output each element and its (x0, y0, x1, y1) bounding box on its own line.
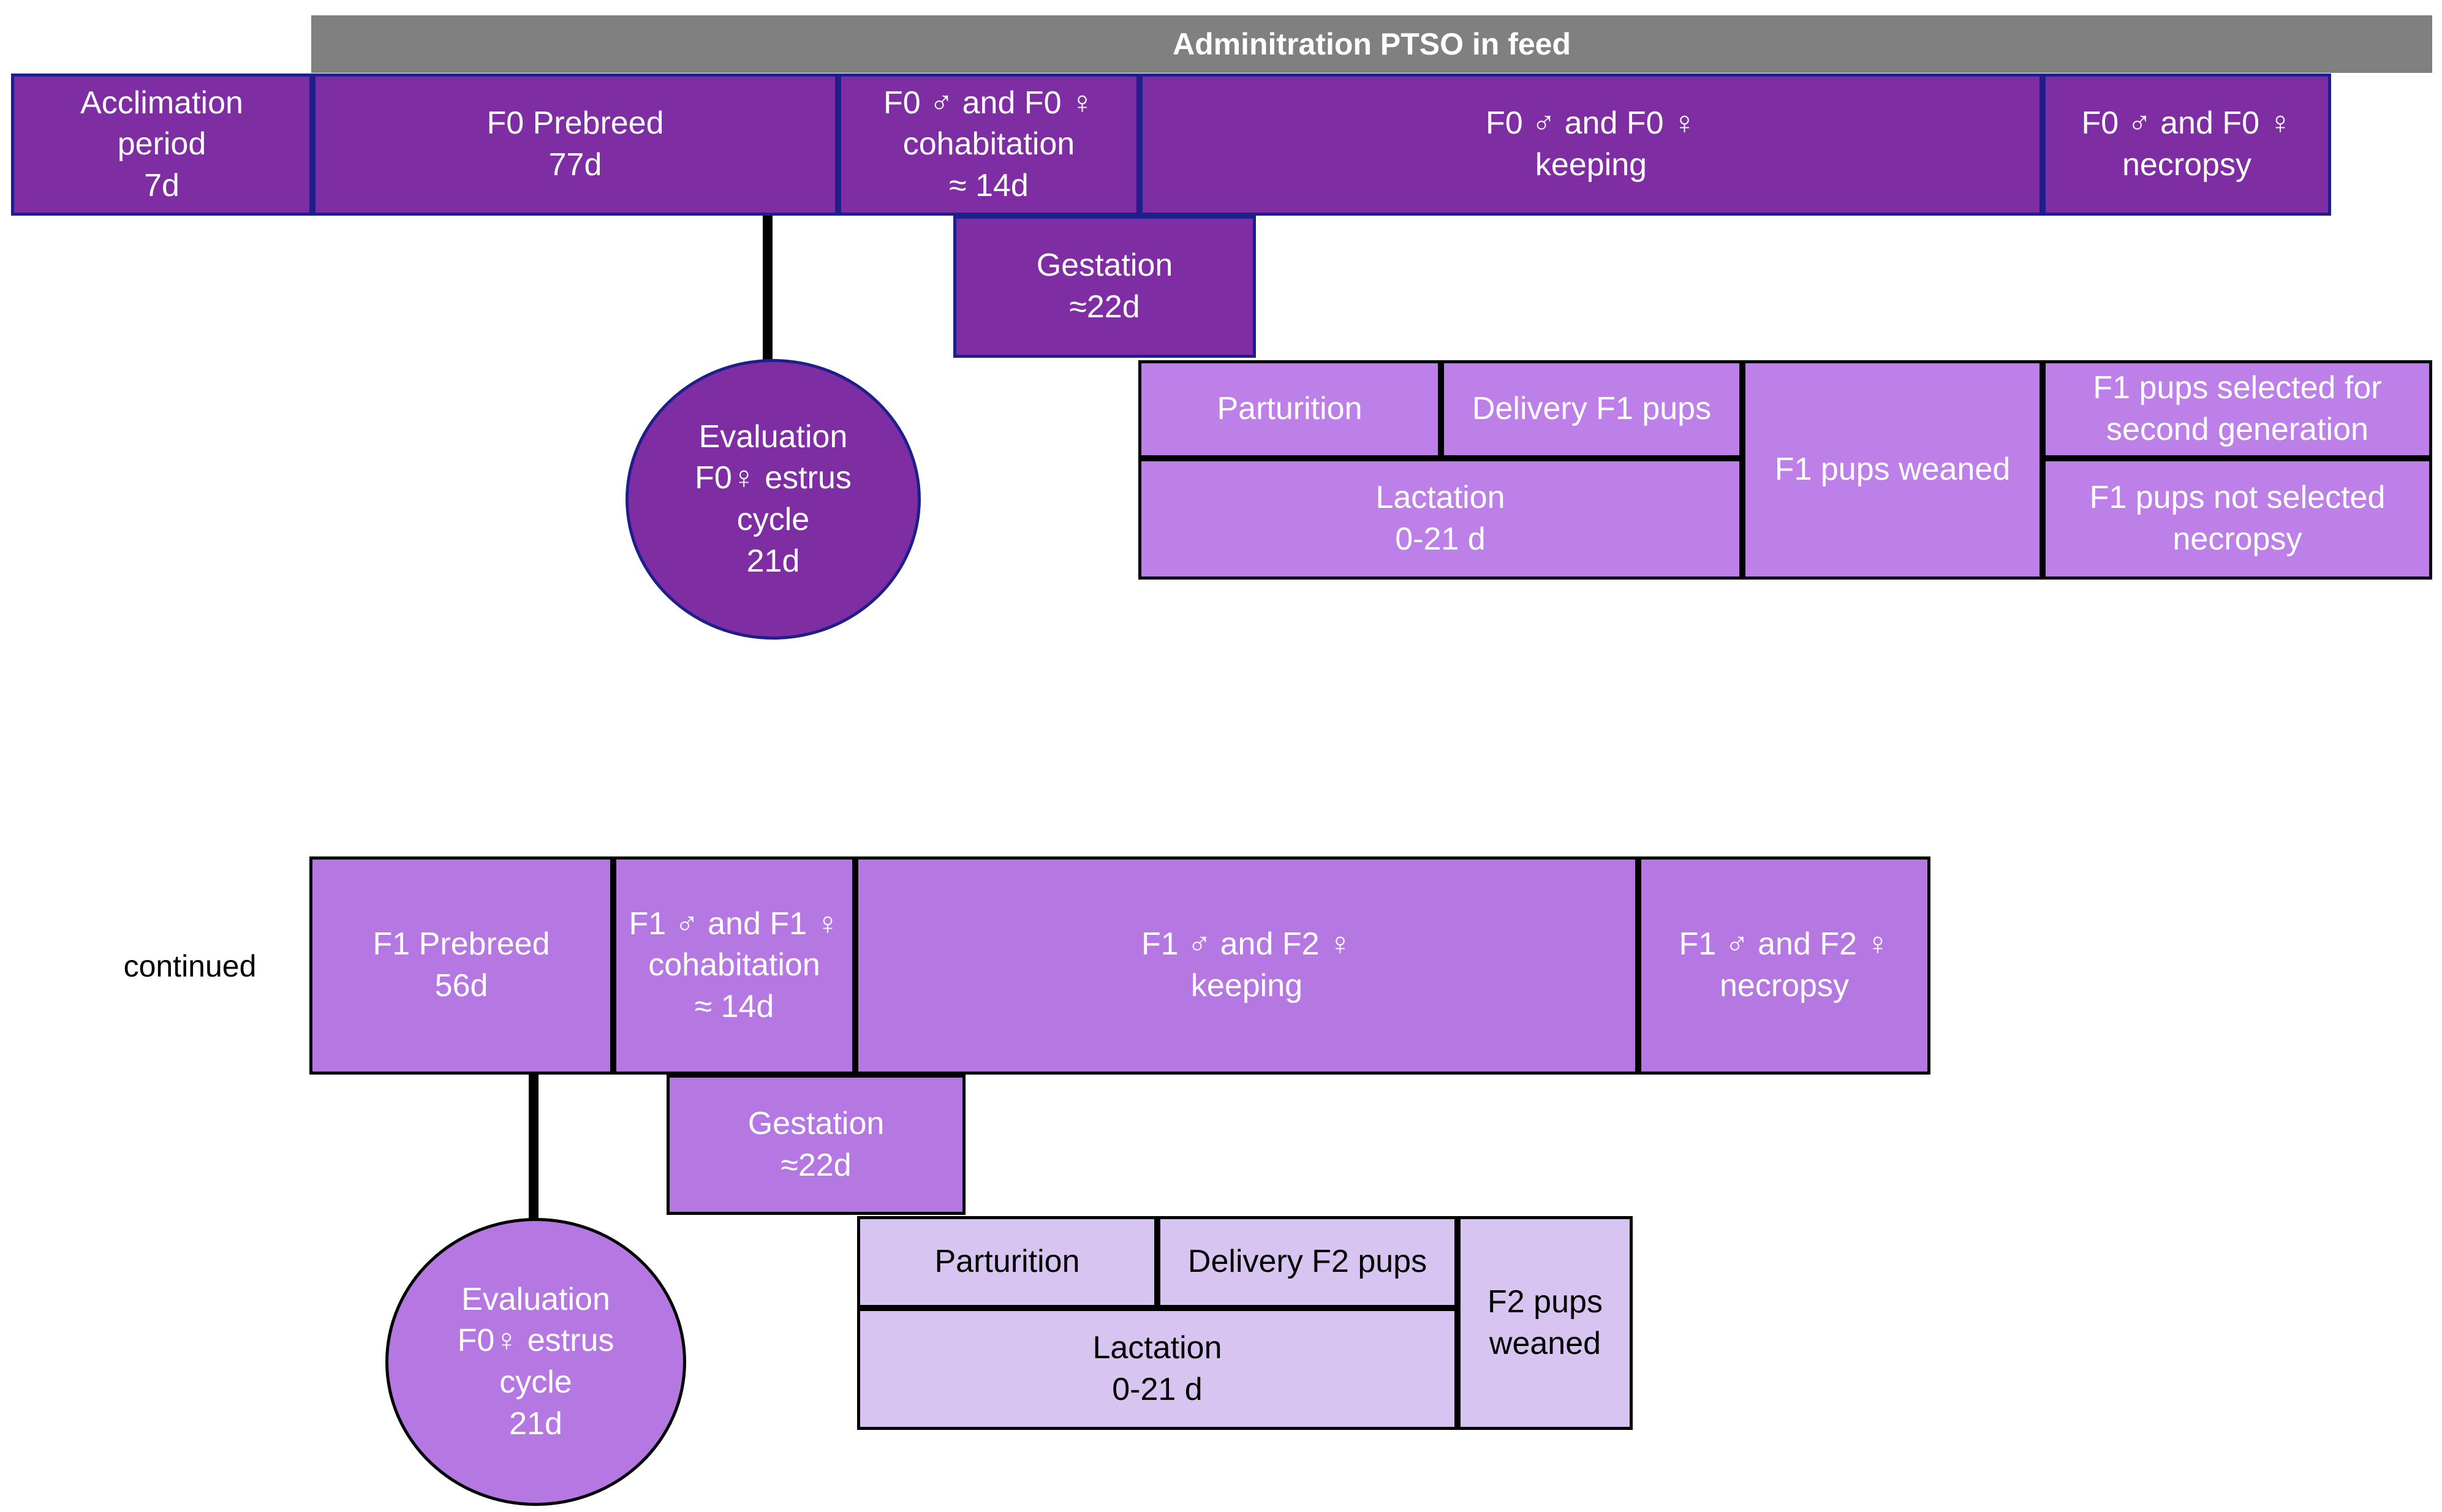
connector-line-f1 (529, 1075, 539, 1219)
box-delivery-f1-pups: Delivery F1 pups (1441, 360, 1742, 458)
box-f1-f2-necropsy: F1 ♂ and F2 ♀ necropsy (1638, 856, 1930, 1075)
box-f2-pups-weaned: F2 pups weaned (1457, 1216, 1633, 1430)
box-f1-pups-not-selected: F1 pups not selected necropsy (2043, 458, 2432, 580)
box-f1-pups-weaned: F1 pups weaned (1742, 360, 2043, 580)
box-gestation-f0: Gestation ≈22d (953, 216, 1256, 358)
circle-evaluation-f1-estrus: Evaluation F0♀ estrus cycle 21d (385, 1218, 686, 1506)
connector-line-f0 (763, 216, 773, 363)
box-acclimation-period: Acclimation period 7d (11, 74, 312, 216)
box-f1-prebreed: F1 Prebreed 56d (309, 856, 613, 1075)
box-f0-prebreed: F0 Prebreed 77d (312, 74, 838, 216)
box-f0-cohabitation: F0 ♂ and F0 ♀ cohabitation ≈ 14d (838, 74, 1140, 216)
box-f1-pups-selected: F1 pups selected for second generation (2043, 360, 2432, 458)
box-f1-cohabitation: F1 ♂ and F1 ♀ cohabitation ≈ 14d (613, 856, 855, 1075)
circle-evaluation-f0-estrus: Evaluation F0♀ estrus cycle 21d (626, 359, 921, 640)
box-lactation-f2: Lactation 0-21 d (857, 1308, 1457, 1430)
administration-bar: Adminitration PTSO in feed (311, 15, 2432, 73)
box-parturition-f1: Parturition (1138, 360, 1441, 458)
box-delivery-f2-pups: Delivery F2 pups (1157, 1216, 1457, 1308)
box-parturition-f2: Parturition (857, 1216, 1157, 1308)
box-f0-keeping: F0 ♂ and F0 ♀ keeping (1140, 74, 2043, 216)
box-gestation-f1: Gestation ≈22d (667, 1075, 966, 1215)
box-f0-necropsy: F0 ♂ and F0 ♀ necropsy (2043, 74, 2331, 216)
box-lactation-f1: Lactation 0-21 d (1138, 458, 1742, 580)
box-f1-f2-keeping: F1 ♂ and F2 ♀ keeping (855, 856, 1638, 1075)
continued-label: continued (123, 949, 257, 983)
